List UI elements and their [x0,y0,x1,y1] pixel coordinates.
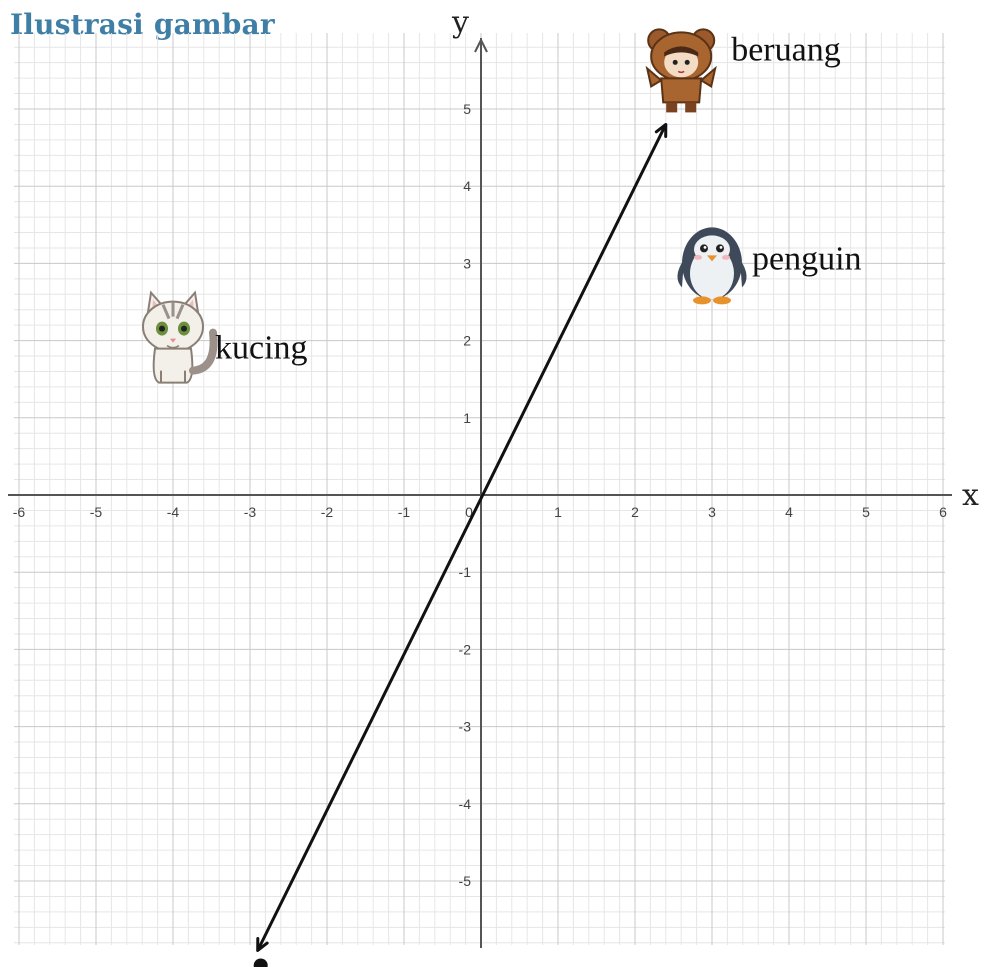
y-tick-label: -3 [459,719,472,735]
penguin-icon [677,227,747,305]
x-tick-label: -3 [244,504,257,520]
major-grid [14,33,945,945]
y-tick-label: 5 [463,101,471,117]
label-beruang: beruang [731,31,841,68]
label-penguin: penguin [752,240,862,277]
x-tick-label: -2 [321,504,334,520]
x-axis-label: x [962,478,979,513]
x-tick-label: -6 [13,504,26,520]
arrow-line [253,122,668,967]
x-tick-label: -5 [90,504,103,520]
x-tick-labels: -6 -5 -4 -3 -2 -1 0 1 2 3 4 5 6 [13,504,947,520]
y-tick-labels: 5 4 3 2 1 -1 -2 -3 -4 -5 [459,101,472,889]
x-tick-label: 6 [939,504,947,520]
y-tick-label: -1 [459,564,472,580]
y-tick-label: -2 [459,641,472,657]
cat-icon [142,290,218,384]
y-tick-label: 4 [463,178,471,194]
line-end-point [253,958,268,967]
line-arrowhead-top [654,122,668,138]
path-line [256,123,668,952]
line-arrowhead-bottom [256,936,269,952]
x-tick-label: 5 [862,504,870,520]
x-tick-label: -1 [398,504,411,520]
y-tick-label: 2 [463,333,471,349]
x-tick-label: 4 [785,504,793,520]
y-tick-label: 3 [463,255,471,271]
x-tick-label: 2 [631,504,639,520]
y-axis-arrowhead [474,37,488,53]
x-tick-label: -4 [167,504,180,520]
y-tick-label: 1 [463,410,471,426]
bear-icon [645,28,717,113]
minor-grid [14,33,945,945]
label-kucing: kucing [215,330,308,367]
x-tick-label: 3 [708,504,716,520]
y-axis-label: y [451,5,469,40]
x-tick-label: 1 [554,504,562,520]
y-tick-label: -4 [459,796,472,812]
x-tick-label: 0 [465,504,473,520]
y-tick-label: -5 [459,873,472,889]
